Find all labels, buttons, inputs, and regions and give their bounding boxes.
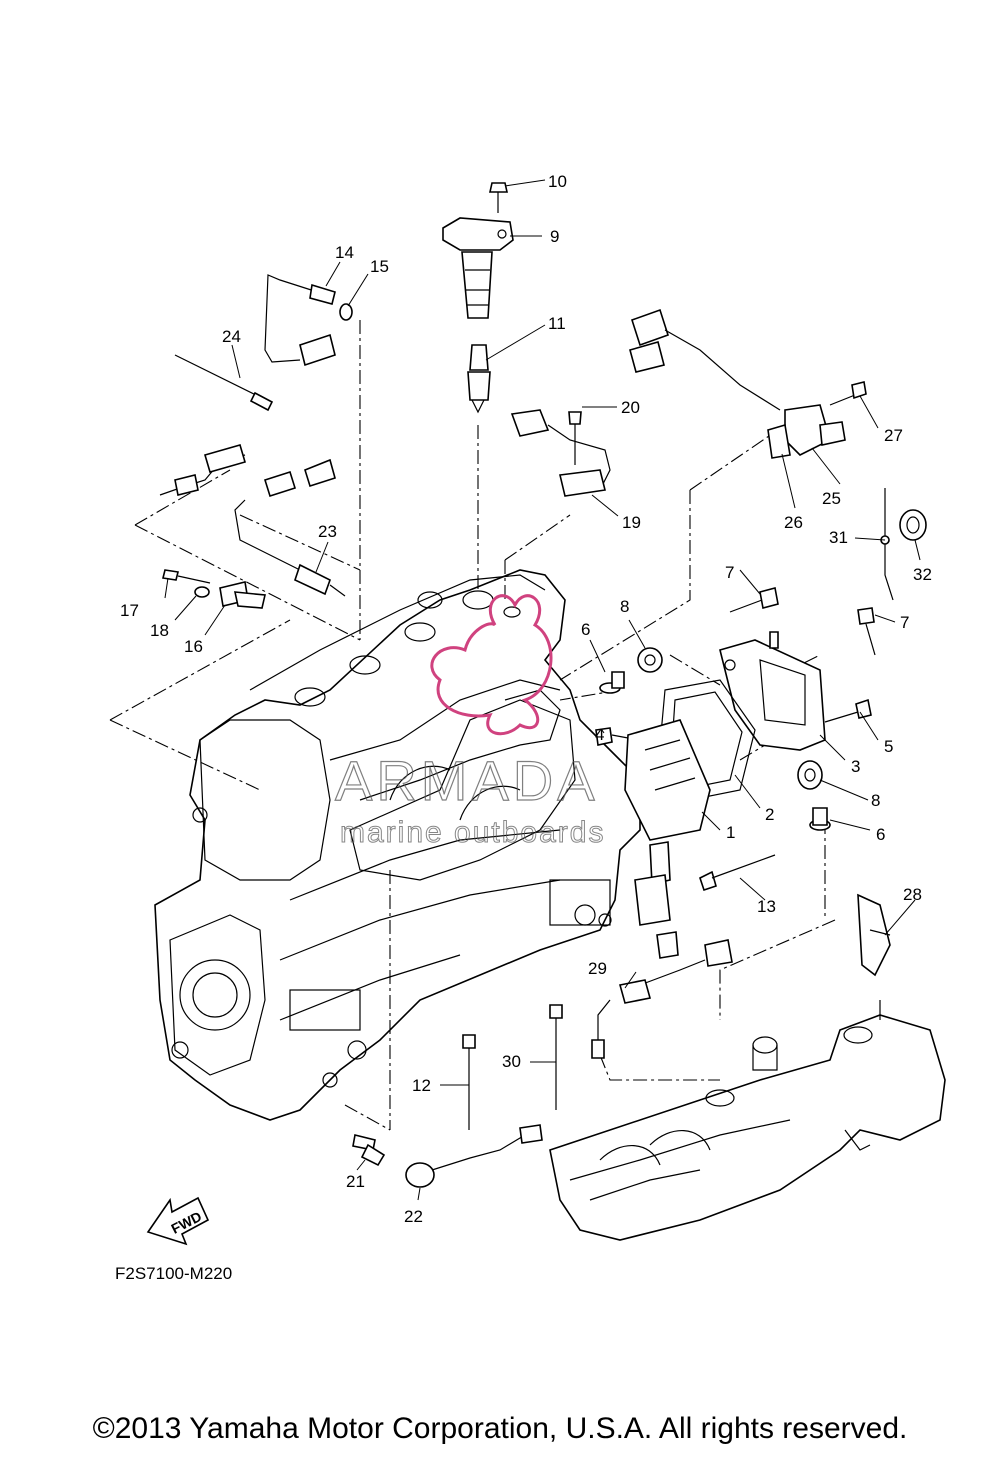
part-3-bracket — [719, 631, 826, 751]
callout-3: 3 — [851, 757, 860, 776]
callout-11: 11 — [548, 314, 566, 333]
callout-6a: 6 — [581, 620, 590, 639]
engine-block — [154, 569, 641, 1121]
callout-29: 29 — [588, 959, 607, 978]
part-21-sensor — [352, 1134, 386, 1167]
callout-25: 25 — [822, 489, 841, 508]
part-14-sensor — [264, 274, 353, 367]
callout-20: 20 — [621, 398, 640, 417]
callout-7b: 7 — [900, 613, 909, 632]
part-29-sensor — [591, 939, 733, 1059]
forward-arrow: FWD — [146, 1196, 210, 1246]
part-23-sensor — [234, 458, 346, 597]
callout-12: 12 — [412, 1076, 431, 1095]
part-32-grommet — [899, 509, 927, 541]
part-8-grommet — [637, 647, 823, 790]
part-25-sensor — [629, 308, 867, 459]
callout-27: 27 — [884, 426, 903, 445]
copyright-notice: ©2013 Yamaha Motor Corporation, U.S.A. A… — [92, 1412, 908, 1445]
callout-26: 26 — [784, 513, 803, 532]
part-6-collar — [599, 671, 831, 831]
callout-16: 16 — [184, 637, 203, 656]
callout-2: 2 — [765, 805, 774, 824]
assembly-lines — [109, 320, 836, 1131]
callout-22: 22 — [404, 1207, 423, 1226]
callout-1: 1 — [726, 823, 735, 842]
part-7-bolts — [729, 587, 876, 656]
part-5-bolt — [824, 698, 872, 723]
callout-13: 13 — [757, 897, 776, 916]
callout-32: 32 — [913, 565, 932, 584]
part-1-ecu — [624, 719, 711, 959]
part-31-clamp — [880, 488, 894, 601]
watermark: ARMADA marine outboards — [334, 594, 605, 850]
callout-21: 21 — [346, 1172, 365, 1191]
callout-8b: 8 — [871, 791, 880, 810]
part-11-spark-plug — [467, 344, 491, 414]
callout-24: 24 — [222, 327, 241, 346]
watermark-logo — [430, 594, 553, 736]
callout-8a: 8 — [620, 597, 629, 616]
callout-labels: 1 2 3 4 5 6 6 7 7 8 8 9 10 11 12 13 14 1… — [120, 172, 932, 1226]
part-19-sensor — [510, 409, 611, 497]
callout-7a: 7 — [725, 563, 734, 582]
callout-6b: 6 — [876, 825, 885, 844]
callout-30: 30 — [502, 1052, 521, 1071]
callout-10: 10 — [548, 172, 567, 191]
part-4-bolt — [595, 727, 629, 746]
figure-code: F2S7100-M220 — [115, 1264, 233, 1283]
part-13-bolt — [699, 854, 776, 892]
callout-4: 4 — [595, 725, 604, 744]
callout-18: 18 — [150, 621, 169, 640]
watermark-tagline: marine outboards — [340, 816, 605, 849]
callout-17: 17 — [120, 601, 139, 620]
callout-23: 23 — [318, 522, 337, 541]
part-22-sensor — [405, 1124, 543, 1188]
callout-28: 28 — [903, 885, 922, 904]
callout-14: 14 — [335, 243, 354, 262]
part-30-cable-tie — [549, 1004, 563, 1110]
watermark-brand: ARMADA — [335, 749, 599, 812]
callout-9: 9 — [550, 227, 559, 246]
callout-31: 31 — [829, 528, 848, 547]
part-12-cable-tie — [462, 1034, 476, 1130]
callout-15: 15 — [370, 257, 389, 276]
callout-19: 19 — [622, 513, 641, 532]
callout-5: 5 — [884, 737, 893, 756]
exhaust-manifold — [549, 1000, 946, 1241]
part-24-stud-bolt — [174, 354, 274, 412]
part-9-ignition-coil — [442, 217, 514, 319]
leader-lines — [164, 179, 921, 1201]
part-10-bolt — [489, 182, 508, 213]
part-16-sensor — [159, 444, 266, 609]
part-28-clamp — [857, 893, 891, 977]
